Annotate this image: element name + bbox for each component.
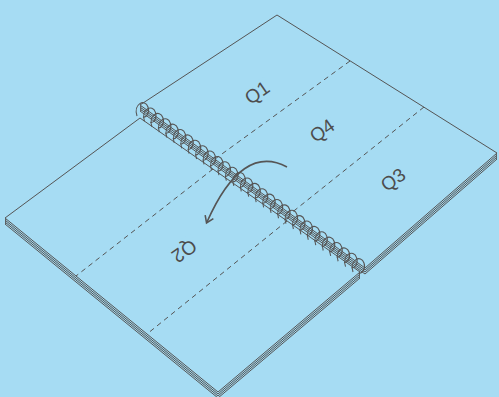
fold-line bbox=[76, 169, 213, 276]
spiral-coil bbox=[352, 259, 364, 273]
fold-line bbox=[215, 61, 350, 159]
fold-line bbox=[147, 221, 287, 334]
turn-arrow bbox=[207, 161, 287, 222]
right-page bbox=[140, 15, 497, 268]
fold-line bbox=[290, 107, 424, 214]
